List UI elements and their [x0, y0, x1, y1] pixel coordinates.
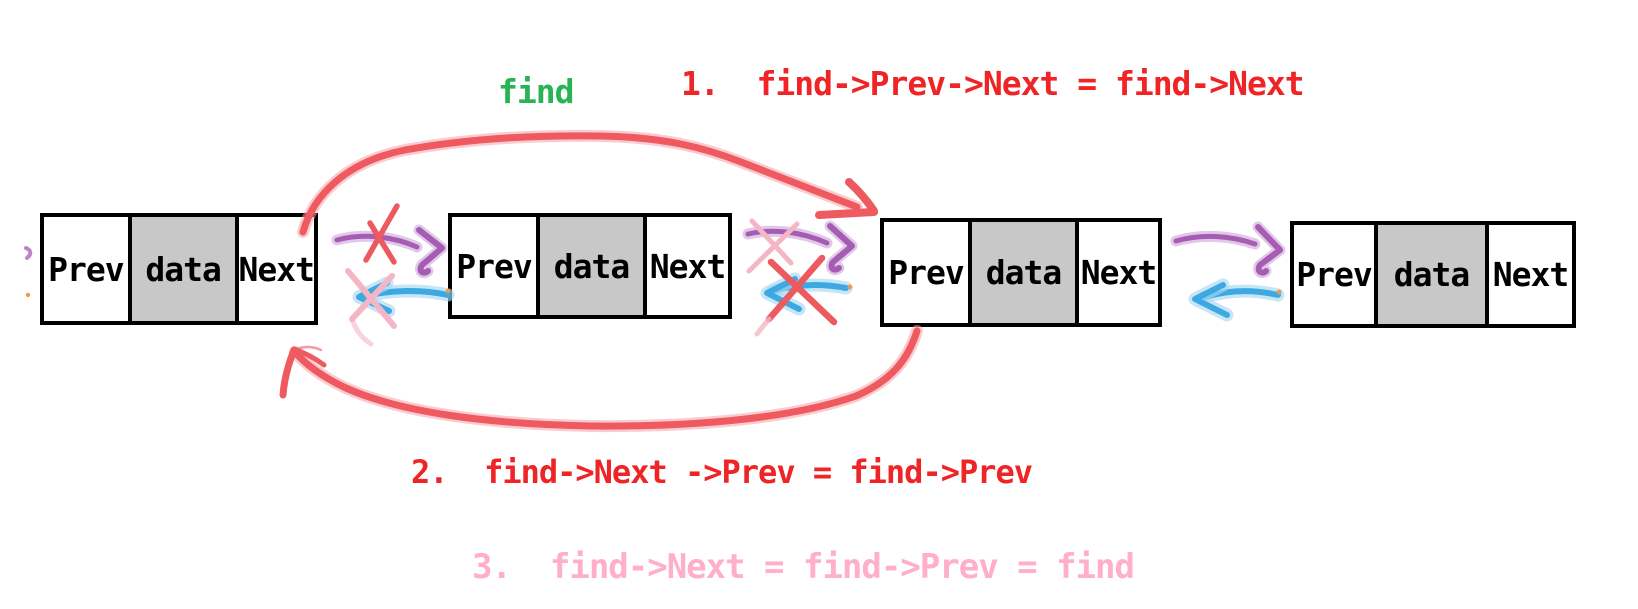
node-1-prev-cell: Prev: [48, 249, 124, 289]
find-pointer-label: find: [498, 72, 574, 111]
prev-pointer-arrow-1: [352, 276, 455, 318]
prev-pointer-cross-pink-1: [345, 268, 397, 347]
node-2-next-cell: Next: [649, 246, 726, 286]
prev-pointer-cross-red-2: [754, 254, 838, 337]
node-4-prev-cell: Prev: [1296, 255, 1372, 294]
node-3-data-cell: data: [968, 222, 1079, 323]
node-4-data-cell: data: [1374, 225, 1489, 324]
next-pointer-cross-pink-2: [746, 218, 800, 274]
step-2-annotation: 2. find->Next ->Prev = find->Prev: [411, 453, 1033, 491]
list-node-2: Prev data Next: [448, 213, 732, 319]
node-1-next-cell: Next: [238, 249, 315, 289]
next-pointer-arrow-2: [742, 220, 858, 276]
step-1-annotation: 1. find->Prev->Next = find->Next: [681, 64, 1305, 103]
prev-pointer-arrow-2: [760, 272, 853, 316]
node-2-prev-cell: Prev: [456, 246, 532, 286]
node-1-data-cell: data: [127, 217, 239, 321]
list-node-1: Prev data Next: [40, 213, 318, 325]
node-4-next-cell: Next: [1492, 255, 1569, 294]
list-node-3: Prev data Next: [880, 218, 1162, 327]
left-edge-purple-mark: [24, 246, 33, 260]
bypass-bottom-arrow: [279, 325, 923, 433]
next-pointer-arrow-1: [331, 224, 448, 279]
next-pointer-arrow-3: [1170, 221, 1286, 279]
prev-pointer-arrow-3: [1188, 278, 1285, 322]
node-2-data-cell: data: [536, 217, 647, 315]
list-node-4: Prev data Next: [1290, 221, 1576, 328]
next-pointer-cross-red-1: [363, 203, 400, 265]
node-3-prev-cell: Prev: [888, 253, 964, 292]
step-3-annotation: 3. find->Next = find->Prev = find: [472, 547, 1135, 587]
node-3-next-cell: Next: [1080, 253, 1157, 292]
